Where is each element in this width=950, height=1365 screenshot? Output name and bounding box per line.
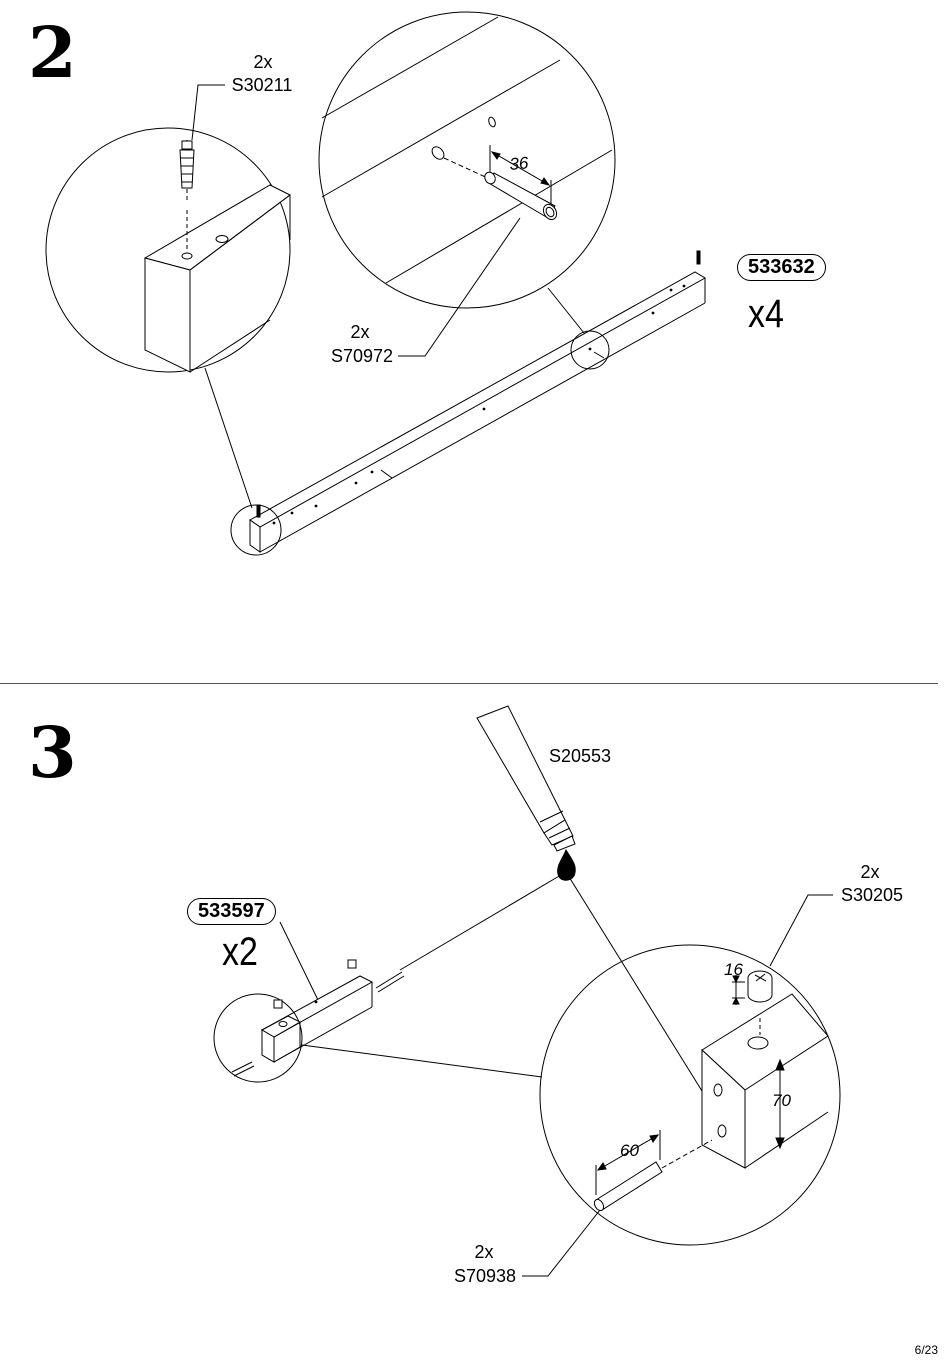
dimension-36: 36 xyxy=(489,145,552,204)
dimension-label-60: 60 xyxy=(620,1141,639,1160)
cam-lock-icon: 16 xyxy=(724,960,773,1005)
detail-circle-cam-bolt xyxy=(45,127,291,373)
part-code-s30211: S30211 xyxy=(231,75,293,95)
part-number-badge-533632: 533632 xyxy=(737,254,826,281)
part-quantity-x4: x4 xyxy=(748,292,784,336)
step-divider xyxy=(0,683,938,684)
detail-block-step3: 70 xyxy=(701,993,829,1169)
dimension-label-36: 36 xyxy=(509,153,530,174)
detail-circle-dowel xyxy=(318,11,616,309)
beam-533632 xyxy=(249,250,706,553)
glue-code-s20553: S20553 xyxy=(548,746,612,766)
part-qty-s70972: 2x xyxy=(350,322,370,342)
callout-circle-part-end xyxy=(213,993,303,1083)
step-number-3: 3 xyxy=(28,711,77,794)
part-code-s70938: S70938 xyxy=(453,1266,517,1286)
part-qty-s30205: 2x xyxy=(860,862,880,882)
callout-circle-beam-dowel xyxy=(570,330,610,370)
detail-circle-cam-lock xyxy=(539,944,841,1246)
page-number: 6/23 xyxy=(914,1343,938,1357)
part-code-s70972: S70972 xyxy=(330,346,394,366)
part-qty-s70938: 2x xyxy=(474,1242,494,1262)
detail-block-end xyxy=(143,184,291,373)
dimension-label-70: 70 xyxy=(772,1091,791,1110)
part-number-badge-533597: 533597 xyxy=(187,898,276,925)
callout-circle-beam-end xyxy=(230,504,282,556)
glue-tube-icon xyxy=(476,705,576,881)
part-533597 xyxy=(260,959,405,1063)
detail-rail-surface xyxy=(321,16,613,284)
part-qty-s30211: 2x xyxy=(253,52,273,72)
dowel-60-icon: 60 xyxy=(593,1130,713,1212)
step-number-2: 2 xyxy=(28,11,77,94)
dowel-icon xyxy=(484,171,558,221)
part-code-s30205: S30205 xyxy=(840,885,904,905)
dimension-label-16: 16 xyxy=(724,960,743,979)
part-quantity-x2: x2 xyxy=(222,930,258,974)
callout-block-small xyxy=(231,999,302,1077)
cam-bolt-icon xyxy=(179,140,195,250)
